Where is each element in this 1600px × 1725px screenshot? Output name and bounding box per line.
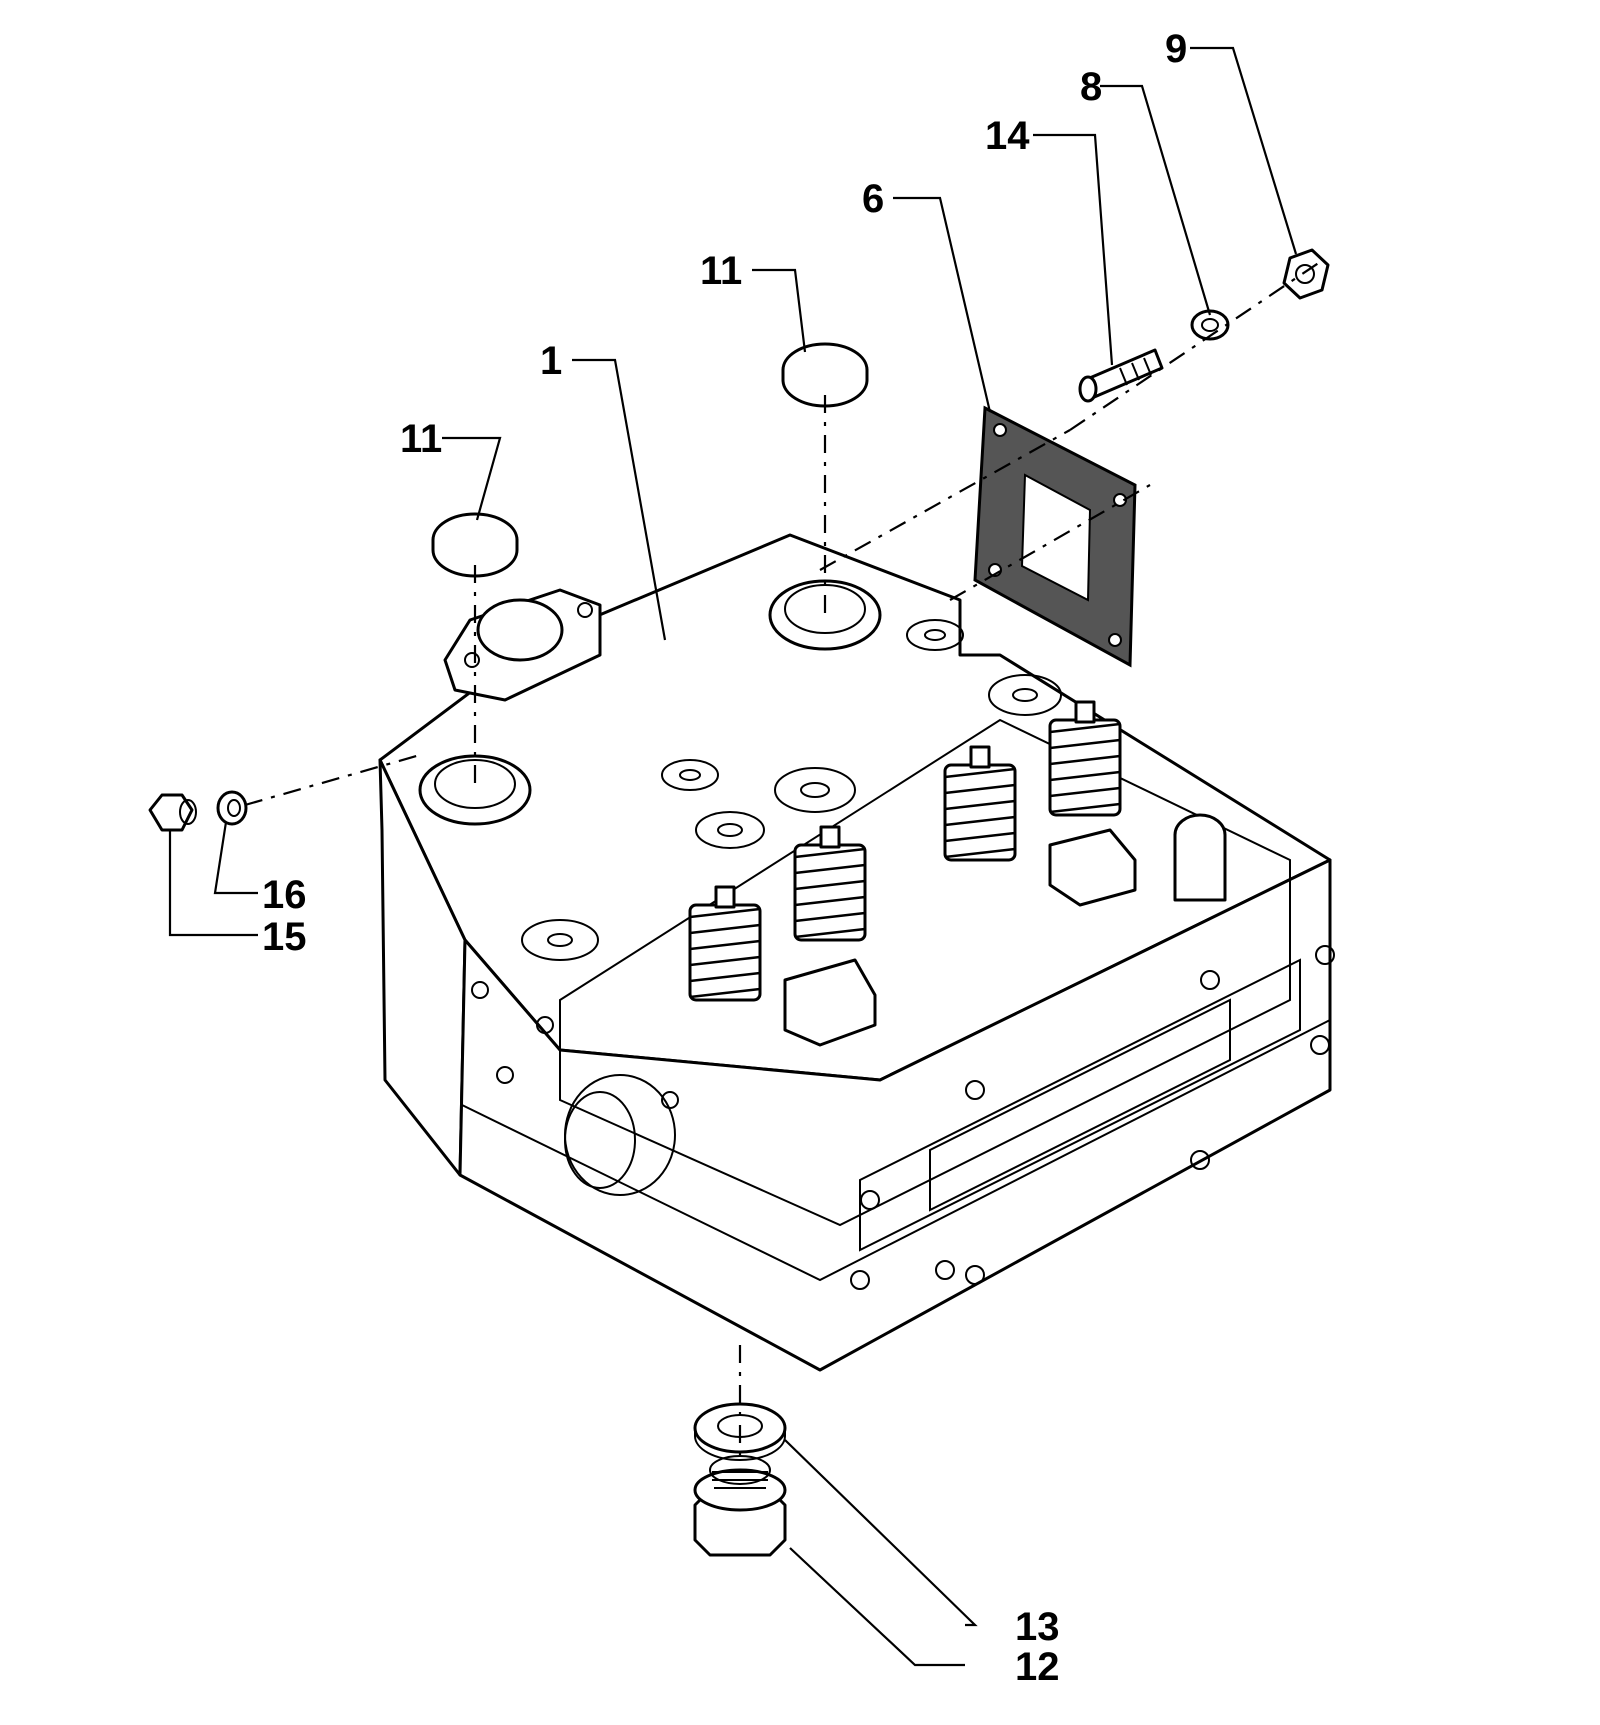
callouts: 1 6 8 9 11 11 12 13 14 15 16 bbox=[262, 27, 1187, 1689]
valve-spring bbox=[943, 745, 1017, 862]
callout-14: 14 bbox=[985, 114, 1030, 158]
valve-springs bbox=[688, 700, 1227, 1047]
plug-15 bbox=[148, 793, 197, 832]
callout-1: 1 bbox=[540, 339, 562, 383]
gasket-6 bbox=[973, 405, 1137, 668]
callout-12: 12 bbox=[1015, 1645, 1060, 1689]
callout-11-right: 11 bbox=[700, 249, 742, 293]
callout-9: 9 bbox=[1165, 27, 1187, 71]
callout-11-left: 11 bbox=[400, 417, 442, 461]
callout-6: 6 bbox=[862, 177, 884, 221]
valve-spring bbox=[1048, 700, 1122, 817]
nut-9 bbox=[1282, 248, 1330, 300]
valve-spring bbox=[793, 825, 867, 942]
leader-lines bbox=[168, 46, 1298, 1667]
core-plug-11-right bbox=[781, 342, 869, 408]
callout-16: 16 bbox=[262, 873, 307, 917]
washer-16 bbox=[216, 790, 248, 826]
assembly-axes bbox=[244, 261, 1321, 1455]
valve-spring bbox=[688, 885, 762, 1002]
stud-14 bbox=[1078, 348, 1164, 403]
nut-12 bbox=[693, 1455, 787, 1557]
callout-15: 15 bbox=[262, 915, 307, 959]
washer-8 bbox=[1190, 309, 1230, 341]
callout-8: 8 bbox=[1080, 65, 1102, 109]
callout-13: 13 bbox=[1015, 1605, 1060, 1649]
cylinder-head bbox=[378, 533, 1335, 1372]
